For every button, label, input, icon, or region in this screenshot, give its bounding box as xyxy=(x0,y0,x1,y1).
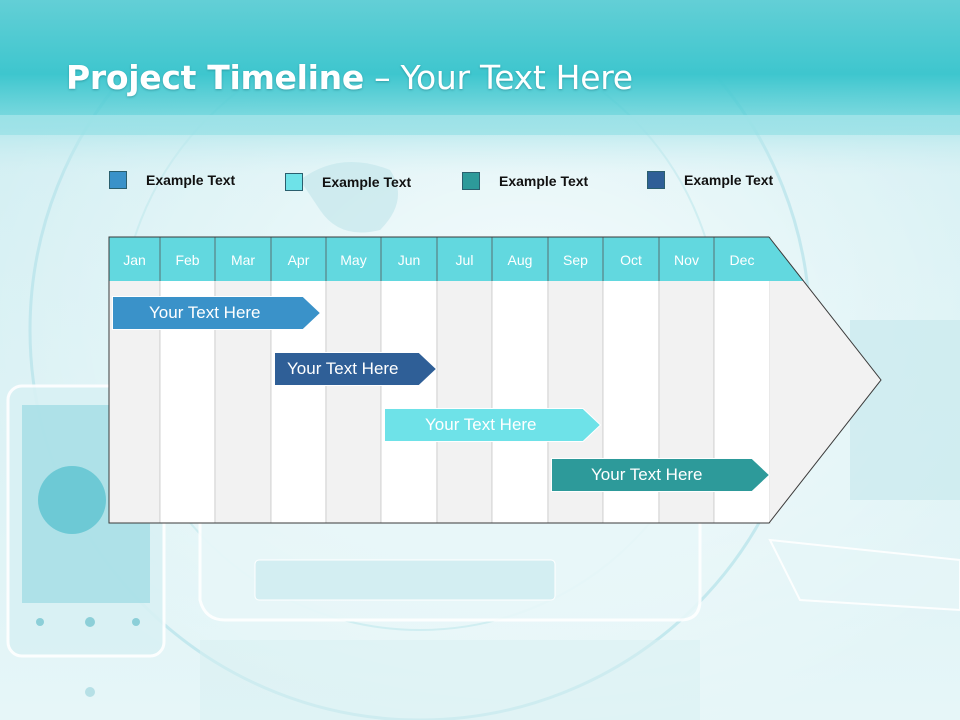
legend-swatch xyxy=(462,172,480,190)
month-column xyxy=(436,236,493,524)
month-label: Feb xyxy=(175,252,199,268)
task-bar: Your Text Here xyxy=(274,352,437,386)
legend-item-1: Example Text xyxy=(109,170,235,190)
month-column xyxy=(214,236,272,524)
month-label: Mar xyxy=(231,252,255,268)
month-label: Sep xyxy=(563,252,588,268)
month-column xyxy=(491,236,549,524)
month-label: Aug xyxy=(508,252,533,268)
task-bar-shape xyxy=(384,408,601,442)
slide-title-rest: – Your Text Here xyxy=(363,58,633,97)
legend-item-3: Example Text xyxy=(462,171,588,191)
slide-title-bold: Project Timeline xyxy=(66,58,364,97)
month-column xyxy=(159,236,216,524)
month-label: Nov xyxy=(674,252,699,268)
legend-label: Example Text xyxy=(146,172,236,188)
task-bar-shape xyxy=(112,296,321,330)
legend-label: Example Text xyxy=(499,173,589,189)
task-bar-shape xyxy=(274,352,437,386)
task-bar-shape xyxy=(551,458,770,492)
legend-label: Example Text xyxy=(322,174,412,190)
slide-title: Project Timeline – Your Text Here xyxy=(66,58,633,97)
task-bar: Your Text Here xyxy=(112,296,321,330)
arrow-head xyxy=(770,237,881,523)
legend-swatch xyxy=(109,171,127,189)
month-label: Jan xyxy=(123,252,146,268)
month-label: Jun xyxy=(398,252,421,268)
month-label: Apr xyxy=(288,252,310,268)
month-label: Dec xyxy=(730,252,755,268)
task-label: Your Text Here xyxy=(287,359,399,378)
legend-item-2: Example Text xyxy=(285,172,411,192)
month-label: May xyxy=(340,252,366,268)
month-label: Jul xyxy=(456,252,474,268)
timeline-arrow-outline xyxy=(108,236,882,524)
legend-label: Example Text xyxy=(684,172,774,188)
legend-item-4: Example Text xyxy=(647,170,773,190)
month-header xyxy=(109,237,770,281)
month-labels: Jan Feb Mar Apr May Jun Jul Aug Sep Oct Nov Dec xyxy=(123,237,754,281)
month-label: Oct xyxy=(620,252,642,268)
task-label: Your Text Here xyxy=(591,465,703,484)
legend-swatch xyxy=(647,171,665,189)
task-bar: Your Text Here xyxy=(384,408,601,442)
task-label: Your Text Here xyxy=(425,415,537,434)
task-label: Your Text Here xyxy=(149,303,261,322)
task-bar: Your Text Here xyxy=(551,458,770,492)
legend-swatch xyxy=(285,173,303,191)
